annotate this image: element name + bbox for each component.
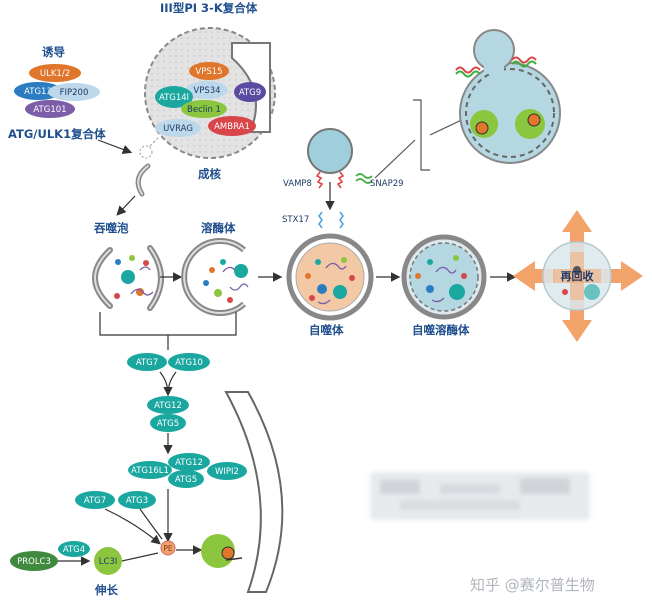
watermark: 知乎 @赛尔普生物 xyxy=(470,576,595,594)
atg10-text: ATG10 xyxy=(175,358,203,368)
fip200-text: FIP200 xyxy=(60,88,89,98)
recycling-label: 再回收 xyxy=(561,269,594,283)
vamp8-text: VAMP8 xyxy=(283,179,312,189)
autolysosome xyxy=(401,234,487,320)
atg13-text: ATG13 xyxy=(24,87,52,97)
atg101-pill xyxy=(25,100,75,118)
snap29-text: SNAP29 xyxy=(370,179,404,189)
fusion-detail xyxy=(374,29,561,179)
prolc3-text: PROLC3 xyxy=(17,557,51,567)
autophagosome xyxy=(286,233,374,321)
autolysosome-label: 自噬溶酶体 xyxy=(412,323,470,337)
atg3-text: ATG3 xyxy=(126,496,148,506)
snare-vesicle xyxy=(307,128,373,189)
atg7b-text: ATG7 xyxy=(84,496,106,506)
atg9-text: ATG9 xyxy=(239,88,261,98)
pi3k-bubble: VPS15 VPS34 ATG14l Beclin 1 ATG9 UVRAG A… xyxy=(144,27,276,159)
autophagosome-label: 自噬体 xyxy=(309,323,344,337)
wipi2-text: WIPI2 xyxy=(215,467,239,477)
atg5b-text: ATG5 xyxy=(175,475,197,485)
atg5-text: ATG5 xyxy=(157,419,179,429)
nucleation-arc xyxy=(135,145,153,197)
atg12b-text: ATG12 xyxy=(175,458,203,468)
atg4-text: ATG4 xyxy=(63,545,85,555)
nucleation-label: 成核 xyxy=(198,167,221,181)
ulk-text: ULK1/2 xyxy=(40,69,70,79)
lysosome-label: 溶酶体 xyxy=(201,221,236,235)
elongation-pathway: ATG7 ATG10 ATG12 ATG5 ATG16L1 ATG12 ATG5… xyxy=(10,353,284,593)
fip200-pill xyxy=(48,83,100,101)
atg7-text: ATG7 xyxy=(136,358,158,368)
atg-ulk1-label: ATG/ULK1复合体 xyxy=(8,127,106,141)
atg12-text: ATG12 xyxy=(154,401,182,411)
blurred-region xyxy=(370,472,590,520)
vps15-text: VPS15 xyxy=(195,67,222,77)
vps34-text: VPS34 xyxy=(193,86,220,96)
elongation-label: 伸长 xyxy=(94,583,118,597)
recycling-arrows xyxy=(513,210,643,342)
lysosome xyxy=(181,238,249,316)
ulk-complex: ULK1/2 ATG13 FIP200 ATG101 xyxy=(14,64,100,118)
ambra1-text: AMBRA1 xyxy=(214,122,250,132)
uvrag-text: UVRAG xyxy=(163,124,193,134)
lc3i-text: LC3I xyxy=(99,557,118,567)
beclin-text: Beclin 1 xyxy=(187,105,221,115)
phagophore xyxy=(92,245,164,311)
atg14l-text: ATG14l xyxy=(159,93,189,103)
induction-label: 诱导 xyxy=(42,45,65,59)
stx17-text: STX17 xyxy=(282,215,309,225)
phagophore-label: 吞噬泡 xyxy=(94,221,129,235)
pe-text: PE xyxy=(163,544,173,553)
atg13-pill xyxy=(14,82,62,100)
pi3k-label: III型PI 3-K复合体 xyxy=(160,1,258,15)
atg101-text: ATG101 xyxy=(33,105,66,115)
ulk-pill xyxy=(29,64,81,82)
atg16l1-text: ATG16L1 xyxy=(131,466,169,476)
